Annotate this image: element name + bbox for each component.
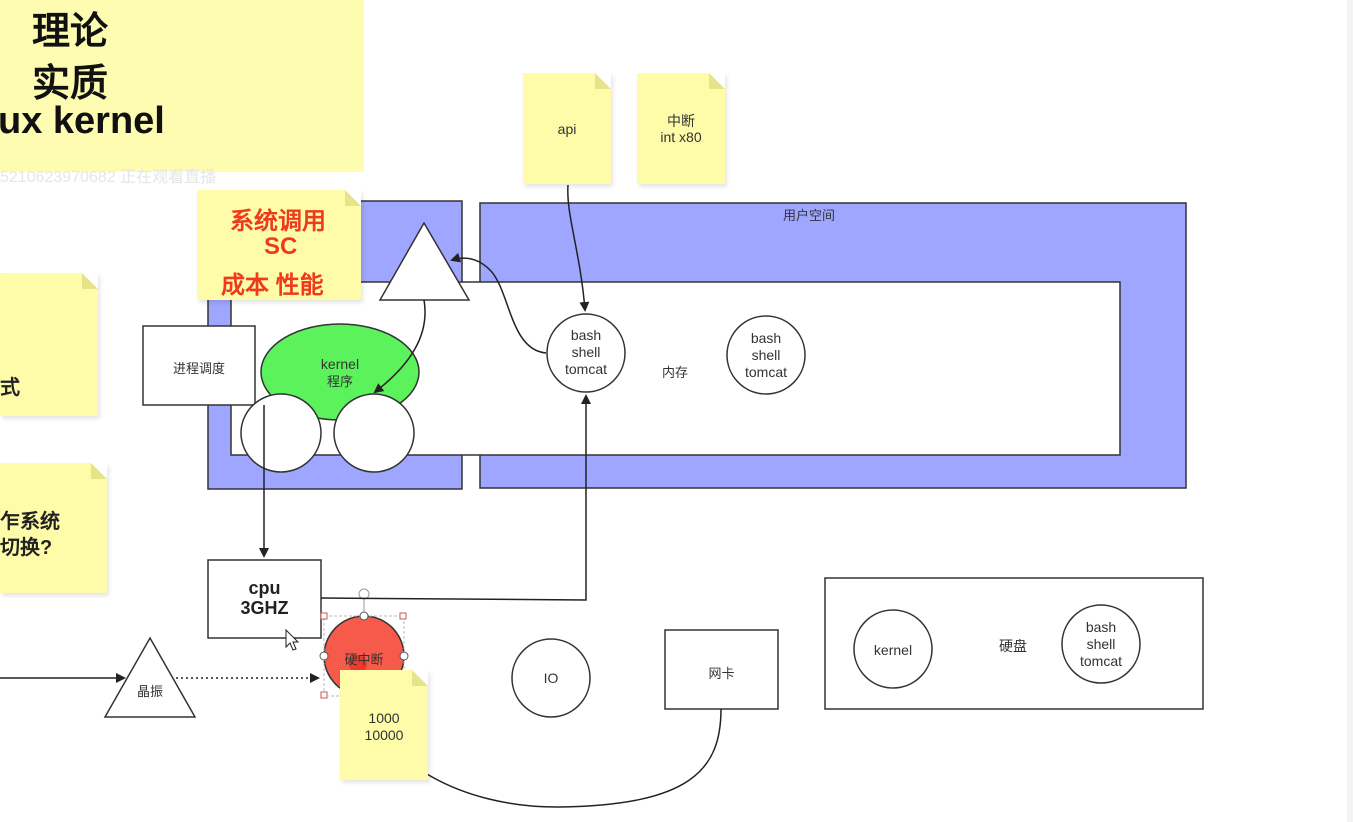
io-label: IO <box>543 670 559 686</box>
left-note-a-text: 式 <box>0 377 20 399</box>
process-a-line-3: tomcat <box>564 361 607 377</box>
cpu-label: cpu 3GHZ <box>208 578 321 618</box>
interrupt-note: 中断 int x80 <box>637 73 725 184</box>
hw-interrupt-label: 硬中断 <box>344 652 384 667</box>
process-a-line-1: bash <box>570 327 602 343</box>
disk-label: 硬盘 <box>999 638 1027 654</box>
frequency-note: 1000 10000 <box>340 670 428 780</box>
process-to-gate-arrow <box>450 252 547 354</box>
left-note-b-line-2: 切换? <box>0 537 53 559</box>
api-note-text: api <box>557 121 577 137</box>
interrupt-note-line-1: 中断 <box>667 113 695 129</box>
cpu-line-1: cpu <box>248 578 281 598</box>
api-to-process-arrow <box>567 184 590 312</box>
disk-process-label: bash shell tomcat <box>1061 619 1141 670</box>
process-b-line-1: bash <box>750 330 782 346</box>
scheduler-label: 进程调度 <box>172 361 225 376</box>
kernel-blob-label: kernel 程序 <box>290 356 390 390</box>
interrupt-note-line-2: int x80 <box>660 129 702 145</box>
cpu-line-2: 3GHZ <box>240 598 289 618</box>
kernel-sub-circle-right <box>333 393 415 473</box>
process-a-circle <box>546 313 626 393</box>
crystal-label: 晶振 <box>136 684 163 699</box>
kernel-blob-line-2: 程序 <box>326 374 353 389</box>
crystal-triangle <box>103 636 197 718</box>
scrollbar-track[interactable] <box>1347 0 1353 822</box>
rotate-handle[interactable] <box>358 588 370 600</box>
hw-interrupt-highlight <box>349 655 367 673</box>
disk-process-line-1: bash <box>1085 619 1117 635</box>
io-circle <box>511 638 591 718</box>
title-line-3: ux kernel <box>0 100 165 142</box>
cpu-to-process-arrow <box>320 394 591 601</box>
disk-process-line-2: shell <box>1086 636 1116 652</box>
kernel-blob-line-1: kernel <box>320 356 360 372</box>
mouse-cursor-icon <box>285 628 300 651</box>
api-note: api <box>523 73 611 184</box>
frequency-note-line-2: 10000 <box>364 727 404 743</box>
frequency-note-line-1: 1000 <box>368 710 400 726</box>
user-space-label: 用户空间 <box>783 208 836 223</box>
process-b-label: bash shell tomcat <box>726 330 806 381</box>
process-a-label: bash shell tomcat <box>546 327 626 378</box>
scheduler-box <box>142 325 256 406</box>
title-line-2: 实质 <box>32 63 109 105</box>
disk-process-line-3: tomcat <box>1079 653 1122 669</box>
process-a-line-2: shell <box>571 344 601 360</box>
cpu-box <box>207 559 322 639</box>
disk-kernel-label: kernel <box>873 642 913 658</box>
syscall-note: 系统调用 SC 成本 性能 <box>197 190 361 300</box>
syscall-note-line-3: 成本 性能 <box>221 272 324 299</box>
nic-label: 网卡 <box>708 666 735 681</box>
process-b-line-2: shell <box>751 347 781 363</box>
title-line-1: 理论 <box>32 11 109 53</box>
left-note-a: 式 <box>0 273 98 416</box>
title-note: 理论 实质 ux kernel <box>0 0 364 172</box>
left-note-b: 乍系统 切换? <box>0 463 107 593</box>
kernel-sub-circle-left <box>240 393 322 473</box>
memory-label: 内存 <box>662 365 689 380</box>
process-b-line-3: tomcat <box>744 364 787 380</box>
process-b-circle <box>726 315 806 395</box>
nic-box <box>664 629 779 710</box>
disk-process-circle <box>1061 604 1141 684</box>
syscall-note-line-2: SC <box>264 233 298 260</box>
gate-to-kernel-arrow <box>373 299 426 394</box>
disk-kernel-circle <box>853 609 933 689</box>
viewer-watermark: 5210623970682 正在观看直播 <box>0 169 217 186</box>
left-note-b-line-1: 乍系统 <box>0 511 60 533</box>
syscall-note-line-1: 系统调用 <box>230 208 326 235</box>
